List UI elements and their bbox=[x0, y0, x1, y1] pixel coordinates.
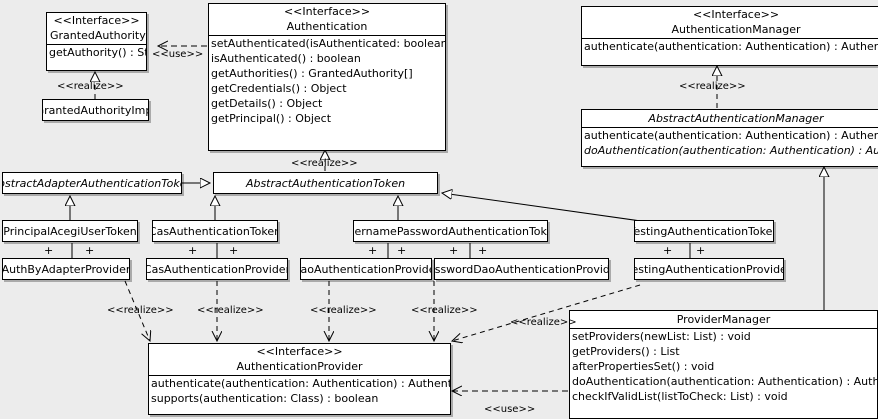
assoc-marker-plus: + bbox=[368, 244, 378, 257]
cas-authentication-token-name: CasAuthenticationToken bbox=[152, 224, 278, 238]
class-authentication-provider[interactable]: <<Interface>> AuthenticationProvider aut… bbox=[148, 343, 451, 415]
authentication-manager-header: <<Interface>> AuthenticationManager bbox=[582, 7, 878, 38]
assoc-marker-plus: + bbox=[188, 244, 198, 257]
class-abstract-adapter-authentication-token[interactable]: AbstractAdapterAuthenticationToken bbox=[2, 172, 182, 194]
class-authentication[interactable]: <<Interface>> Authentication setAuthenti… bbox=[208, 3, 446, 151]
provider-manager-operations: setProviders(newList: List) : void getPr… bbox=[570, 328, 877, 404]
operation: getAuthority() : String bbox=[49, 46, 146, 59]
abstract-authentication-manager-name: AbstractAuthenticationManager bbox=[648, 112, 824, 125]
operation: getDetails() : Object bbox=[211, 97, 323, 110]
granted-authority-header: <<Interface>> GrantedAuthority bbox=[47, 13, 146, 44]
password-dao-authentication-provider-name: PasswordDaoAuthenticationProvider bbox=[434, 262, 608, 276]
operation: getAuthorities() : GrantedAuthority[] bbox=[211, 67, 413, 80]
operation: isAuthenticated() : boolean bbox=[211, 52, 361, 65]
testing-authentication-provider-name: TestingAuthenticationProvider bbox=[634, 262, 784, 276]
class-abstract-authentication-manager[interactable]: AbstractAuthenticationManager authentica… bbox=[581, 109, 878, 167]
abstract-authentication-manager-operations: authenticate(authentication: Authenticat… bbox=[582, 127, 878, 158]
assoc-marker-plus: + bbox=[229, 244, 239, 257]
granted-authority-stereotype: <<Interface>> bbox=[53, 14, 140, 27]
label-realize-abstract-authentication-token: <<realize>> bbox=[291, 158, 358, 169]
class-auth-by-adapter-provider[interactable]: AuthByAdapterProvider bbox=[2, 258, 130, 280]
assoc-marker-plus: + bbox=[663, 244, 673, 257]
label-realize-granted-authority-impl: <<realize>> bbox=[57, 81, 124, 92]
provider-manager-name: ProviderManager bbox=[676, 313, 771, 326]
principal-acegi-user-token-name: PrincipalAcegiUserToken bbox=[3, 224, 137, 238]
operation: doAuthentication(authentication: Authent… bbox=[572, 375, 877, 388]
label-use-provider-manager: <<use>> bbox=[484, 404, 536, 415]
assoc-marker-plus: + bbox=[478, 244, 488, 257]
class-username-password-authentication-token[interactable]: UsernamePasswordAuthenticationToken bbox=[353, 220, 548, 242]
authentication-provider-operations: authenticate(authentication: Authenticat… bbox=[149, 375, 450, 406]
assoc-marker-plus: + bbox=[397, 244, 407, 257]
authentication-manager-name: AuthenticationManager bbox=[671, 23, 801, 36]
class-abstract-authentication-token[interactable]: AbstractAuthenticationToken bbox=[213, 172, 438, 194]
authentication-operations: setAuthenticated(isAuthenticated: boolea… bbox=[209, 35, 445, 126]
label-realize-password-dao-provider: <<realize>> bbox=[411, 305, 478, 316]
operation: setAuthenticated(isAuthenticated: boolea… bbox=[211, 37, 445, 50]
abstract-adapter-authentication-token-name: AbstractAdapterAuthenticationToken bbox=[3, 176, 181, 190]
authentication-provider-name: AuthenticationProvider bbox=[236, 360, 363, 373]
label-use-granted-authority: <<use>> bbox=[152, 49, 204, 60]
authentication-manager-operations: authenticate(authentication: Authenticat… bbox=[582, 38, 878, 54]
operation: checkIfValidList(listToCheck: List) : vo… bbox=[572, 390, 788, 403]
label-realize-authentication-manager: <<realize>> bbox=[679, 81, 746, 92]
authentication-header: <<Interface>> Authentication bbox=[209, 4, 445, 35]
authentication-provider-header: <<Interface>> AuthenticationProvider bbox=[149, 344, 450, 375]
dao-authentication-provider-name: DaoAuthenticationProvider bbox=[300, 262, 431, 276]
class-principal-acegi-user-token[interactable]: PrincipalAcegiUserToken bbox=[2, 220, 138, 242]
assoc-marker-plus: + bbox=[85, 244, 95, 257]
operation: supports(authentication: Class) : boolea… bbox=[151, 392, 379, 405]
cas-authentication-provider-name: CasAuthenticationProvider bbox=[146, 262, 288, 276]
authentication-stereotype: <<Interface>> bbox=[283, 5, 371, 18]
abstract-authentication-token-name: AbstractAuthenticationToken bbox=[245, 176, 406, 190]
operation: getPrincipal() : Object bbox=[211, 112, 332, 125]
provider-manager-header: ProviderManager bbox=[570, 311, 877, 328]
class-authentication-manager[interactable]: <<Interface>> AuthenticationManager auth… bbox=[581, 6, 878, 66]
testing-authentication-token-name: TestingAuthenticationToken bbox=[634, 224, 774, 238]
class-password-dao-authentication-provider[interactable]: PasswordDaoAuthenticationProvider bbox=[434, 258, 609, 280]
authentication-provider-stereotype: <<Interface>> bbox=[256, 345, 343, 358]
authentication-name: Authentication bbox=[286, 20, 368, 33]
operation: afterPropertiesSet() : void bbox=[572, 360, 715, 373]
abstract-authentication-manager-header: AbstractAuthenticationManager bbox=[582, 110, 878, 127]
granted-authority-impl-name: GrantedAuthorityImpl bbox=[42, 103, 148, 117]
class-granted-authority-impl[interactable]: GrantedAuthorityImpl bbox=[42, 99, 149, 121]
label-realize-dao-provider: <<realize>> bbox=[310, 305, 377, 316]
class-testing-authentication-provider[interactable]: TestingAuthenticationProvider bbox=[634, 258, 784, 280]
class-testing-authentication-token[interactable]: TestingAuthenticationToken bbox=[634, 220, 774, 242]
auth-by-adapter-provider-name: AuthByAdapterProvider bbox=[2, 262, 130, 276]
operation: authenticate(authentication: Authenticat… bbox=[151, 377, 450, 390]
assoc-marker-plus: + bbox=[44, 244, 54, 257]
granted-authority-name: GrantedAuthority bbox=[50, 29, 146, 42]
username-password-authentication-token-name: UsernamePasswordAuthenticationToken bbox=[354, 224, 547, 238]
assoc-marker-plus: + bbox=[449, 244, 459, 257]
class-provider-manager[interactable]: ProviderManager setProviders(newList: Li… bbox=[569, 310, 878, 419]
class-cas-authentication-provider[interactable]: CasAuthenticationProvider bbox=[146, 258, 288, 280]
class-dao-authentication-provider[interactable]: DaoAuthenticationProvider bbox=[300, 258, 432, 280]
operation: getProviders() : List bbox=[572, 345, 680, 358]
class-granted-authority[interactable]: <<Interface>> GrantedAuthority getAuthor… bbox=[46, 12, 147, 71]
operation: authenticate(authentication: Authenticat… bbox=[584, 129, 878, 142]
operation: authenticate(authentication: Authenticat… bbox=[584, 40, 878, 53]
label-realize-cas-provider: <<realize>> bbox=[197, 305, 264, 316]
assoc-marker-plus: + bbox=[696, 244, 706, 257]
authentication-manager-stereotype: <<Interface>> bbox=[692, 8, 780, 21]
operation: getCredentials() : Object bbox=[211, 82, 347, 95]
class-cas-authentication-token[interactable]: CasAuthenticationToken bbox=[152, 220, 278, 242]
granted-authority-operations: getAuthority() : String bbox=[47, 44, 146, 60]
label-realize-testing-provider: <<realize>> bbox=[510, 317, 577, 328]
label-realize-auth-by-adapter: <<realize>> bbox=[107, 305, 174, 316]
operation: setProviders(newList: List) : void bbox=[572, 330, 751, 343]
operation: doAuthentication(authentication: Authent… bbox=[584, 144, 878, 157]
